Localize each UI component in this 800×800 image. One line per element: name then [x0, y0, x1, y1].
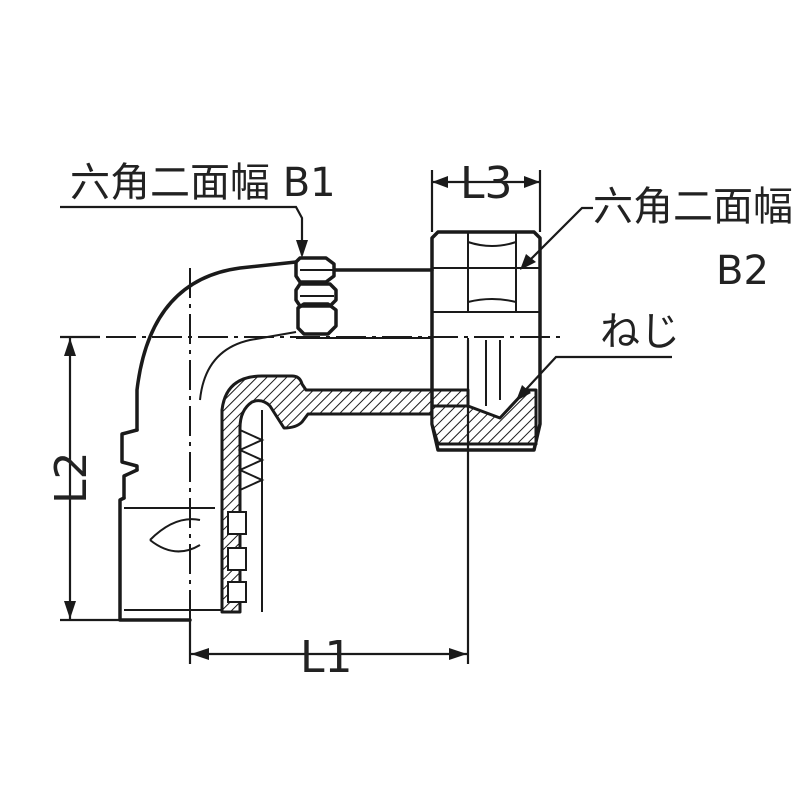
elbow-body [118, 260, 434, 622]
label-hex-b1: 六角二面幅 B1 [70, 160, 336, 206]
label-thread: ねじ [600, 309, 680, 355]
label-hex-b2-line2: B2 [716, 248, 769, 294]
label-l2: L2 [46, 451, 97, 504]
leader-hex-b2 [520, 206, 593, 270]
label-l3: L3 [460, 158, 513, 209]
leader-thread [516, 355, 672, 401]
hex-b1-collar [294, 256, 338, 336]
dimension-l3 [430, 170, 542, 232]
label-hex-b2-line1: 六角二面幅 [593, 184, 793, 230]
section-view [220, 374, 470, 614]
center-lines [60, 268, 560, 640]
dimension-l2 [60, 335, 120, 622]
leader-hex-b1 [60, 205, 308, 258]
label-l1: L1 [300, 632, 353, 683]
dimension-l1 [188, 340, 470, 664]
